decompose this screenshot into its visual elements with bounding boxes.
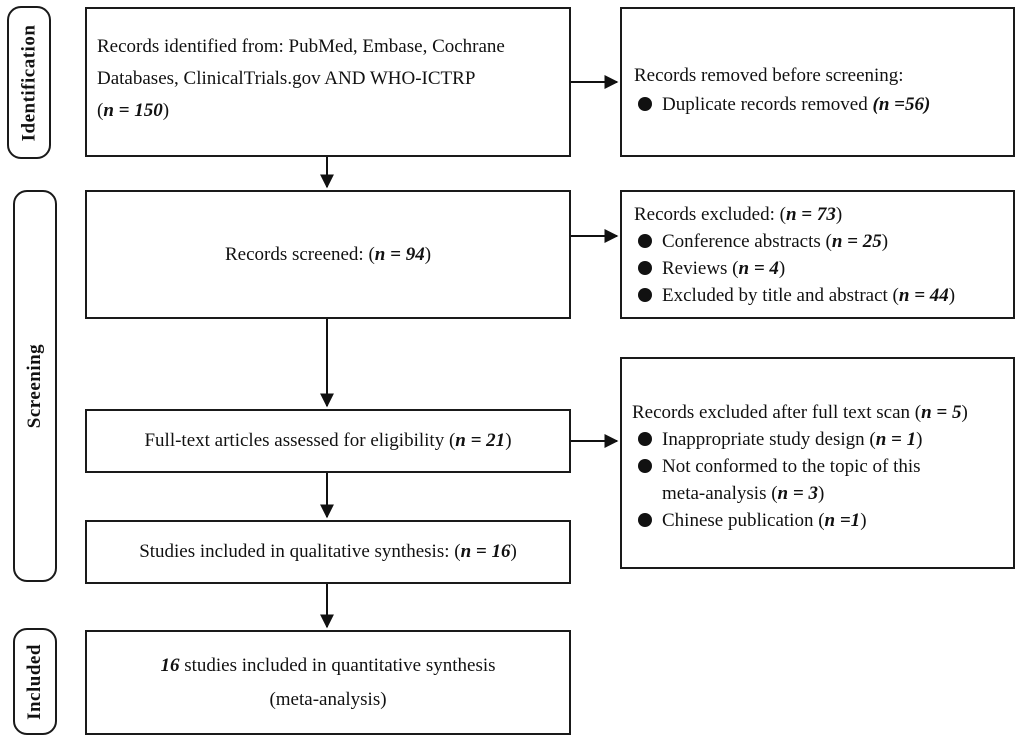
fulltext-excluded-box: Records excluded after full text scan (n…: [620, 357, 1015, 569]
fulltext-excluded-item-chinese: Chinese publication (n =1): [638, 507, 1013, 534]
excluded-item-conference: Conference abstracts (n = 25): [638, 228, 1013, 255]
records-excluded-box: Records excluded: (n = 73) Conference ab…: [620, 190, 1015, 319]
fulltext-excluded-item-design: Inappropriate study design (n = 1): [638, 426, 1013, 453]
fulltext-assessed-box: Full-text articles assessed for eligibil…: [85, 409, 571, 473]
excluded-item-reviews: Reviews (n = 4): [638, 255, 1013, 282]
excluded-item-title-abstract: Excluded by title and abstract (n = 44): [638, 282, 1013, 309]
fulltext-assessed-text: Full-text articles assessed for eligibil…: [144, 430, 512, 451]
quantitative-synthesis-line1: 16 studies included in quantitative synt…: [160, 654, 496, 676]
stage-identification: Identification: [7, 6, 51, 159]
bullet-icon: [638, 261, 652, 275]
qualitative-synthesis-box: Studies included in qualitative synthesi…: [85, 520, 571, 584]
bullet-icon: [638, 432, 652, 446]
records-screened-text: Records screened: (n = 94): [224, 243, 432, 265]
records-identified-count: (n = 150): [97, 100, 170, 121]
fulltext-excluded-title: Records excluded after full text scan (n…: [632, 402, 968, 423]
duplicate-records-item: Duplicate records removed (n =56): [638, 91, 1013, 118]
records-screened-box: Records screened: (n = 94): [85, 190, 571, 319]
bullet-icon: [638, 234, 652, 248]
records-removed-title: Records removed before screening:: [634, 65, 904, 86]
quantitative-synthesis-box: 16 studies included in quantitative synt…: [85, 630, 571, 735]
stage-included: Included: [13, 628, 57, 735]
bullet-icon: [638, 288, 652, 302]
bullet-icon: [638, 459, 652, 473]
quantitative-synthesis-line2: (meta-analysis): [269, 688, 387, 710]
records-excluded-title: Records excluded: (n = 73): [634, 204, 843, 225]
qualitative-synthesis-text: Studies included in qualitative synthesi…: [139, 541, 517, 562]
bullet-icon: [638, 513, 652, 527]
stage-screening: Screening: [13, 190, 57, 582]
records-identified-line2: Databases, ClinicalTrials.gov AND WHO-IC…: [97, 68, 476, 89]
records-identified-box: Records identified from: PubMed, Embase,…: [85, 7, 571, 157]
records-identified-line1: Records identified from: PubMed, Embase,…: [97, 36, 505, 57]
bullet-icon: [638, 97, 652, 111]
records-removed-box: Records removed before screening: Duplic…: [620, 7, 1015, 157]
